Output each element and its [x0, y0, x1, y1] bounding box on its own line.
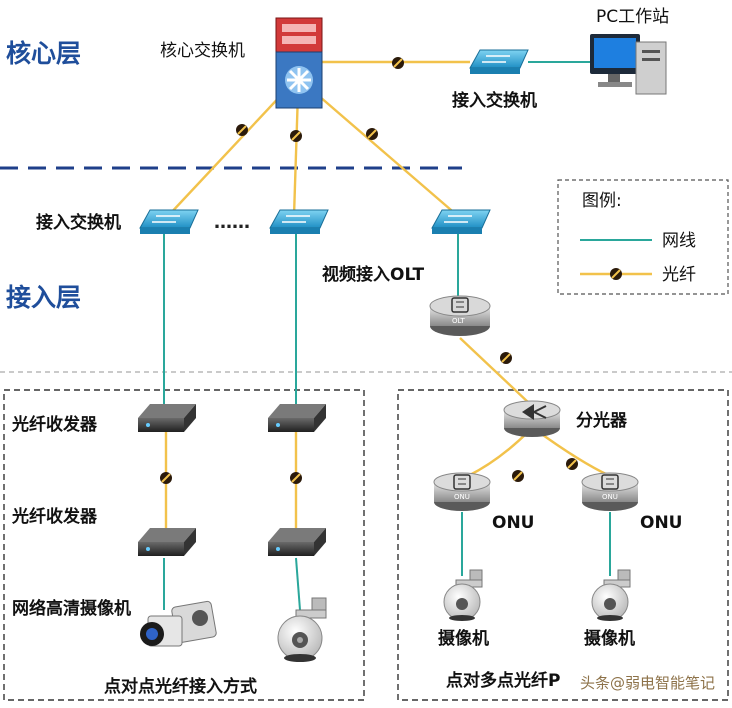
olt-device-text: OLT	[452, 317, 465, 325]
pc-workstation-label: PC工作站	[596, 7, 669, 27]
fiber-connector-icon	[500, 352, 512, 364]
dome-camera-onu-right-icon	[591, 569, 631, 621]
olt-device-icon: OLT	[429, 295, 491, 336]
fiber-connector-icon	[512, 470, 524, 482]
p2p-caption: 点对点光纤接入方式	[104, 676, 257, 697]
bullet-camera-icon	[140, 600, 217, 647]
onu-left-icon: ONU	[433, 472, 491, 511]
switch-ellipsis: ……	[214, 212, 250, 233]
access-switch-mid-icon	[269, 209, 329, 234]
splitter-label: 分光器	[576, 410, 628, 431]
fiber-connector-icon	[290, 130, 302, 142]
fiber-connector-icon	[392, 57, 404, 69]
access-switch-left-label: 接入交换机	[36, 212, 121, 233]
fiber-connector-markers	[160, 57, 622, 484]
legend-fiber-connector-icon	[610, 268, 622, 280]
transceiver-bottom-right-icon	[268, 528, 326, 556]
access-switch-olt-icon	[431, 209, 491, 234]
cable-right-transceiver-to-camera	[295, 557, 301, 611]
transceiver-top-right-icon	[268, 404, 326, 432]
p2mp-caption: 点对多点光纤P	[446, 670, 560, 691]
dome-camera-p2p-icon	[277, 597, 327, 662]
fiber-core-to-mid-switch	[292, 91, 300, 217]
fiber-connector-icon	[290, 472, 302, 484]
fiber-core-to-left-switch	[167, 89, 287, 217]
onu-right-device-text: ONU	[602, 493, 618, 501]
transceiver-label-top: 光纤收发器	[11, 414, 98, 435]
fiber-connector-icon	[366, 128, 378, 140]
core-switch-label: 核心交换机	[160, 41, 245, 61]
watermark: 头条@弱电智能笔记	[580, 674, 715, 692]
splitter-icon	[503, 400, 561, 437]
p2p-group-box	[3, 389, 365, 701]
legend-fiber-label: 光纤	[662, 265, 696, 285]
transceiver-bottom-left-icon	[138, 528, 196, 556]
cable-links	[163, 61, 652, 611]
fiber-splitter-to-onu-left	[467, 429, 531, 478]
fiber-connector-icon	[566, 458, 578, 470]
access-switch-pc-icon	[469, 49, 529, 74]
core-switch-icon	[275, 17, 323, 109]
legend-title: 图例:	[582, 191, 622, 211]
onu-right-label: ONU	[640, 513, 682, 533]
transceiver-top-left-icon	[138, 404, 196, 432]
onu-left-label: ONU	[492, 513, 534, 533]
access-layer-title: 接入层	[6, 283, 81, 312]
transceiver-label-bottom: 光纤收发器	[11, 506, 98, 527]
core-layer-title: 核心层	[6, 39, 81, 68]
onu-left-device-text: ONU	[454, 493, 470, 501]
camera-left-label: 摄像机	[438, 628, 489, 649]
access-switch-left-icon	[139, 209, 199, 234]
fiber-connector-icon	[160, 472, 172, 484]
pc-workstation-icon	[590, 34, 667, 95]
hd-camera-label: 网络高清摄像机	[12, 598, 131, 619]
access-switch-pc-label: 接入交换机	[452, 90, 537, 111]
dome-camera-onu-left-icon	[443, 569, 483, 621]
olt-label: 视频接入OLT	[322, 264, 424, 285]
legend-cable-label: 网线	[662, 231, 696, 251]
p2mp-group-box	[397, 389, 729, 701]
onu-right-icon: ONU	[581, 472, 639, 511]
fiber-core-to-olt-switch	[311, 89, 459, 217]
fiber-connector-icon	[236, 124, 248, 136]
fiber-olt-to-splitter	[459, 337, 531, 405]
camera-right-label: 摄像机	[584, 628, 635, 649]
